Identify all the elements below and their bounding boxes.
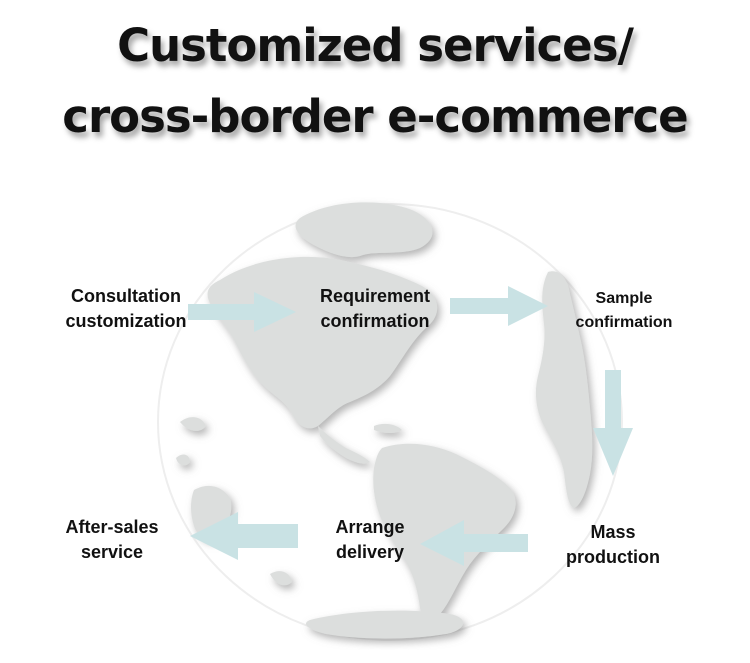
step-label-line: customization: [65, 311, 187, 331]
step-label-line: production: [566, 547, 660, 567]
step-label-line: Requirement: [319, 286, 431, 306]
step-label-line: Mass: [590, 522, 636, 542]
step-label-line: Arrange: [335, 517, 405, 537]
step-after-sales-service: After-sales service: [46, 515, 178, 565]
step-sample-confirmation: Sample confirmation: [554, 287, 694, 335]
step-label-line: Sample: [595, 290, 653, 307]
step-label-line: service: [80, 542, 144, 562]
page-title-line-1: Customized services/: [117, 19, 634, 72]
step-consultation-customization: Consultation customization: [52, 284, 200, 334]
step-label-line: confirmation: [575, 314, 673, 331]
step-label-line: delivery: [335, 542, 405, 562]
step-mass-production: Mass production: [548, 520, 678, 570]
step-requirement-confirmation: Requirement confirmation: [300, 284, 450, 334]
page-title-line-2: cross-border e-commerce: [62, 90, 688, 143]
globe-illustration: [157, 202, 623, 641]
step-arrange-delivery: Arrange delivery: [318, 515, 422, 565]
step-label-line: confirmation: [320, 311, 430, 331]
step-label-line: After-sales: [65, 517, 159, 537]
step-label-line: Consultation: [71, 286, 181, 306]
